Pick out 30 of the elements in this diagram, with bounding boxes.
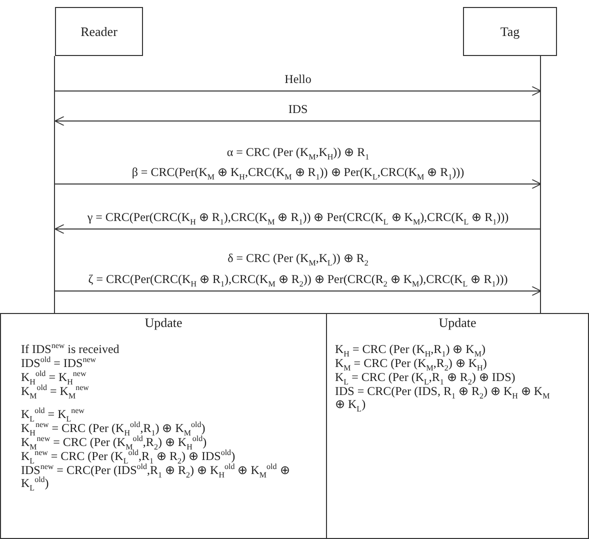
update-equation: IDS = CRC(Per (IDS, R$_{1}$ ⊕ R$_{2}$) ⊕ K$_{H}$ ⊕ K$_{M}$ ⊕ K$_{L}$) [335, 385, 550, 411]
message-arrow [54, 224, 541, 234]
update-equation: If IDS$^{new}$ is received [21, 343, 120, 356]
participant-name: Reader [80, 24, 118, 40]
participant-box [463, 7, 557, 56]
message-label: β = CRC(Per(K$_{M}$ ⊕ K$_{H}$,CRC(K$_{M}$ ⊕ R$_{1}$)) ⊕ Per(K$_{L}$,CRC(K$_{M}$ ⊕ R$_{1}$))) [130, 165, 466, 180]
update-equation: K$_{H}$$^{new}$ = CRC (Per (K$_{H}$$^{old}$,R$_{1}$) ⊕ K$_{M}$$^{old}$) [21, 422, 206, 435]
update-panel [326, 313, 589, 539]
update-equation: IDS$^{new}$ = CRC(Per (IDS$^{old}$,R$_{1}$ ⊕ R$_{2}$) ⊕ K$_{H}$$^{old}$ ⊕ K$_{M}$$^{old}$ ⊕ K$_{L}$$^{old}$) [21, 464, 291, 490]
message-label: γ = CRC(Per(CRC(K$_{H}$ ⊕ R$_{1}$),CRC(K$_{M}$ ⊕ R$_{1}$)) ⊕ Per(CRC(K$_{L}$ ⊕ K$_{M}$),CRC(K$_{L}$ ⊕ R$_{1}$))) [85, 210, 511, 225]
participant-box [55, 7, 143, 56]
update-equation: K$_{M}$$^{new}$ = CRC (Per (K$_{M}$$^{old}$,R$_{2}$) ⊕ K$_{H}$$^{old}$) [21, 436, 208, 449]
update-equation: K$_{L}$$^{new}$ = CRC (Per (K$_{L}$$^{old}$,R$_{1}$ ⊕ R$_{2}$) ⊕ IDS$^{old}$) [21, 450, 236, 463]
update-equation: K$_{L}$ = CRC (Per (K$_{L}$,R$_{1}$ ⊕ R$_{2}$) ⊕ IDS) [335, 371, 516, 384]
update-equation: K$_{H}$ = CRC (Per (K$_{H}$,R$_{1}$) ⊕ K$_{M}$) [335, 343, 486, 356]
message-arrow [55, 86, 542, 96]
lifeline [54, 56, 56, 313]
lifeline [540, 56, 542, 313]
participant-name: Tag [500, 24, 520, 40]
message-formula: α = CRC (Per (K$_{M}$,K$_{H}$)) ⊕ R$_{1}$ [224, 145, 372, 160]
message-arrow [55, 179, 542, 189]
message-formula: δ = CRC (Per (K$_{M}$,K$_{L}$)) ⊕ R$_{2}$ [226, 251, 370, 266]
update-panel [0, 313, 327, 539]
panel-heading: Update [438, 316, 478, 329]
message-arrow [54, 116, 541, 126]
message-label: ζ = CRC(Per(CRC(K$_{H}$ ⊕ R$_{1}$),CRC(K$_{M}$ ⊕ R$_{2}$)) ⊕ Per(CRC(R$_{2}$ ⊕ K$_{M}$),CRC(K$_{L}$ ⊕ R$_{1}$))) [86, 272, 510, 287]
message-arrow [55, 286, 542, 296]
panel-heading: Update [144, 316, 184, 329]
update-equation: IDS$^{old}$ = IDS$^{new}$ [21, 357, 98, 370]
update-equation: K$_{M}$ = CRC (Per (K$_{M}$,R$_{2}$) ⊕ K$_{H}$) [335, 357, 488, 370]
